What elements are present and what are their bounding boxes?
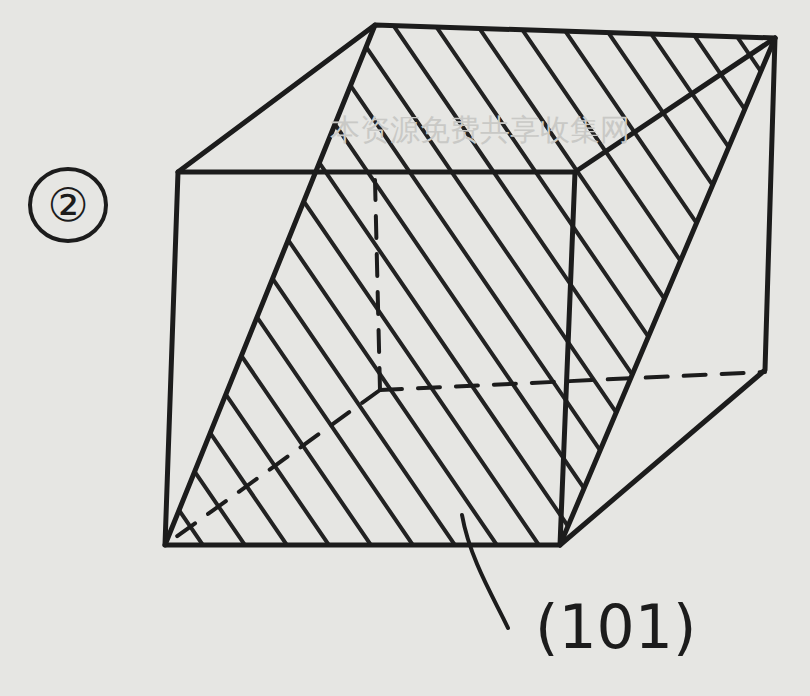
hatch-line: [754, 0, 810, 696]
hatch-line: [0, 0, 246, 696]
hatch-line: [0, 0, 498, 696]
hidden-edge: [380, 372, 765, 390]
hatch-line: [628, 0, 810, 696]
front-face: [165, 172, 575, 545]
watermark: 本资源免费共享收集网: [330, 110, 630, 151]
hatch-line: [460, 0, 810, 696]
hatch-line: [166, 0, 666, 696]
hatch-line: [0, 0, 36, 696]
figure-number: ②: [47, 178, 88, 232]
hatch-line: [124, 0, 624, 696]
hatch-line: [0, 0, 372, 696]
hatch-line: [40, 0, 540, 696]
hatch-line: [0, 0, 456, 696]
cube-edges: [165, 25, 775, 545]
plane-index: (101): [535, 592, 696, 662]
hatch-line: [208, 0, 708, 696]
circle-mark: [30, 169, 106, 241]
hatch-line: [0, 0, 414, 696]
hatch-line: [712, 0, 810, 696]
hatch-line: [82, 0, 582, 696]
hatch-line: [376, 0, 810, 696]
hatch-line: [0, 0, 162, 696]
hidden-edge: [375, 180, 380, 390]
hatch-line: [670, 0, 810, 696]
leader-line: [462, 515, 508, 628]
hidden-edges: [165, 180, 765, 545]
hatch-line: [292, 0, 792, 696]
hatch-line: [796, 0, 810, 696]
hidden-edge: [165, 390, 380, 545]
hatch-line: [0, 0, 120, 696]
hatch-line: [544, 0, 810, 696]
hatch-line: [0, 0, 78, 696]
